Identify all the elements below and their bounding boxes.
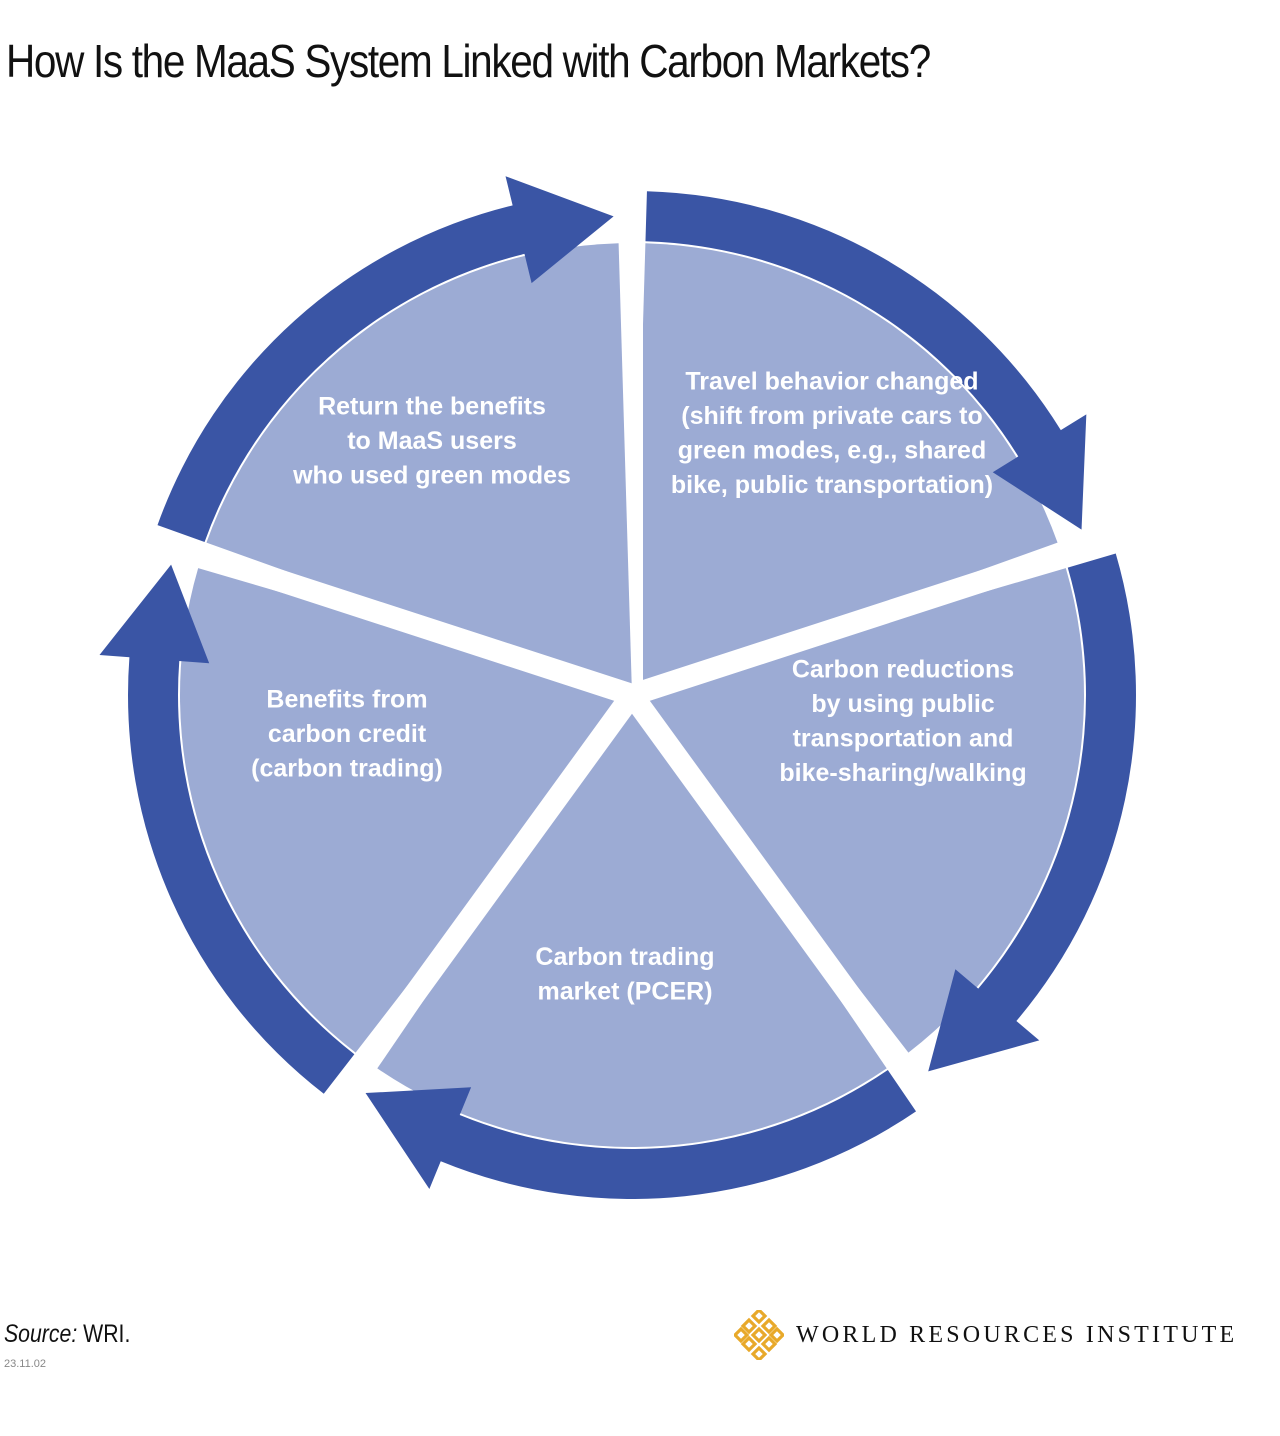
- logo-lattice-cell: [768, 1326, 784, 1344]
- segment-label-line: Travel behavior changed: [685, 367, 978, 395]
- segment-divider: [623, 688, 955, 1134]
- segment-label-line: green modes, e.g., shared: [678, 436, 986, 464]
- cycle-arrow-travel: [645, 191, 1087, 530]
- cycle-segment-travel: [632, 243, 1058, 695]
- cycle-arrow-reductions: [928, 553, 1136, 1072]
- logo-lattice-cell: [734, 1326, 750, 1344]
- source-value: WRI.: [83, 1320, 131, 1348]
- cycle-arrow-credit: [99, 564, 355, 1094]
- page-title: How Is the MaaS System Linked with Carbo…: [6, 35, 931, 87]
- segment-label-reductions: Carbon reductions by using public transpor…: [779, 655, 1026, 787]
- logo-wordmark: WORLD RESOURCES INSTITUTE: [796, 1322, 1238, 1348]
- carbon-market-cycle-diagram: Travel behavior changed (shift from priva…: [99, 176, 1144, 1199]
- wri-lattice-logo-icon: [734, 1310, 784, 1360]
- cycle-segment-market: [377, 695, 887, 1147]
- segment-label-line: who used green modes: [292, 462, 571, 490]
- segment-label-line: (shift from private cars to: [681, 402, 982, 430]
- logo-lattice-cell: [740, 1335, 758, 1353]
- segment-label-line: (carbon trading): [251, 755, 443, 783]
- segment-label-market: Carbon trading market (PCER): [535, 943, 714, 1006]
- segment-divider: [309, 688, 641, 1134]
- segment-label-return: Return the benefits to MaaS users who used…: [292, 393, 571, 490]
- date-code: 23.11.02: [4, 1358, 47, 1370]
- segment-label-line: by using public: [811, 690, 994, 718]
- cycle-segment-reductions: [632, 568, 1084, 1053]
- logo-lattice-cell: [760, 1317, 778, 1335]
- segment-label-line: Carbon reductions: [792, 655, 1014, 683]
- segment-label-line: market (PCER): [537, 977, 712, 1005]
- segment-divider: [120, 519, 636, 706]
- source-note: Source: WRI.: [4, 1320, 130, 1349]
- cycle-segment-return: [206, 243, 632, 695]
- logo-lattice-cell: [740, 1317, 758, 1335]
- segment-label-line: bike-sharing/walking: [779, 759, 1026, 787]
- cycle-segment-credit: [179, 568, 633, 1053]
- logo-lattice-cell: [750, 1310, 768, 1325]
- cycle-arrow-market: [365, 1070, 917, 1199]
- segment-divider: [628, 519, 1144, 706]
- segment-label-line: carbon credit: [268, 720, 427, 748]
- source-label: Source:: [4, 1320, 78, 1348]
- segment-label-travel: Travel behavior changed (shift from priva…: [671, 367, 993, 499]
- segment-label-line: transportation and: [793, 724, 1014, 752]
- logo-lattice-cell: [750, 1345, 768, 1360]
- wri-logo: WORLD RESOURCES INSTITUTE: [734, 1310, 1280, 1360]
- segment-label-line: Return the benefits: [318, 393, 546, 421]
- cycle-arrow-return: [157, 176, 614, 542]
- segment-label-credit: Benefits from carbon credit (carbon tradin…: [251, 686, 443, 783]
- logo-lattice-cell: [760, 1335, 778, 1353]
- segment-label-line: Benefits from: [266, 686, 427, 714]
- segment-label-line: bike, public transportation): [671, 471, 993, 499]
- segment-label-line: to MaaS users: [347, 427, 517, 455]
- segment-label-line: Carbon trading: [535, 943, 714, 971]
- logo-lattice-cell: [750, 1326, 768, 1344]
